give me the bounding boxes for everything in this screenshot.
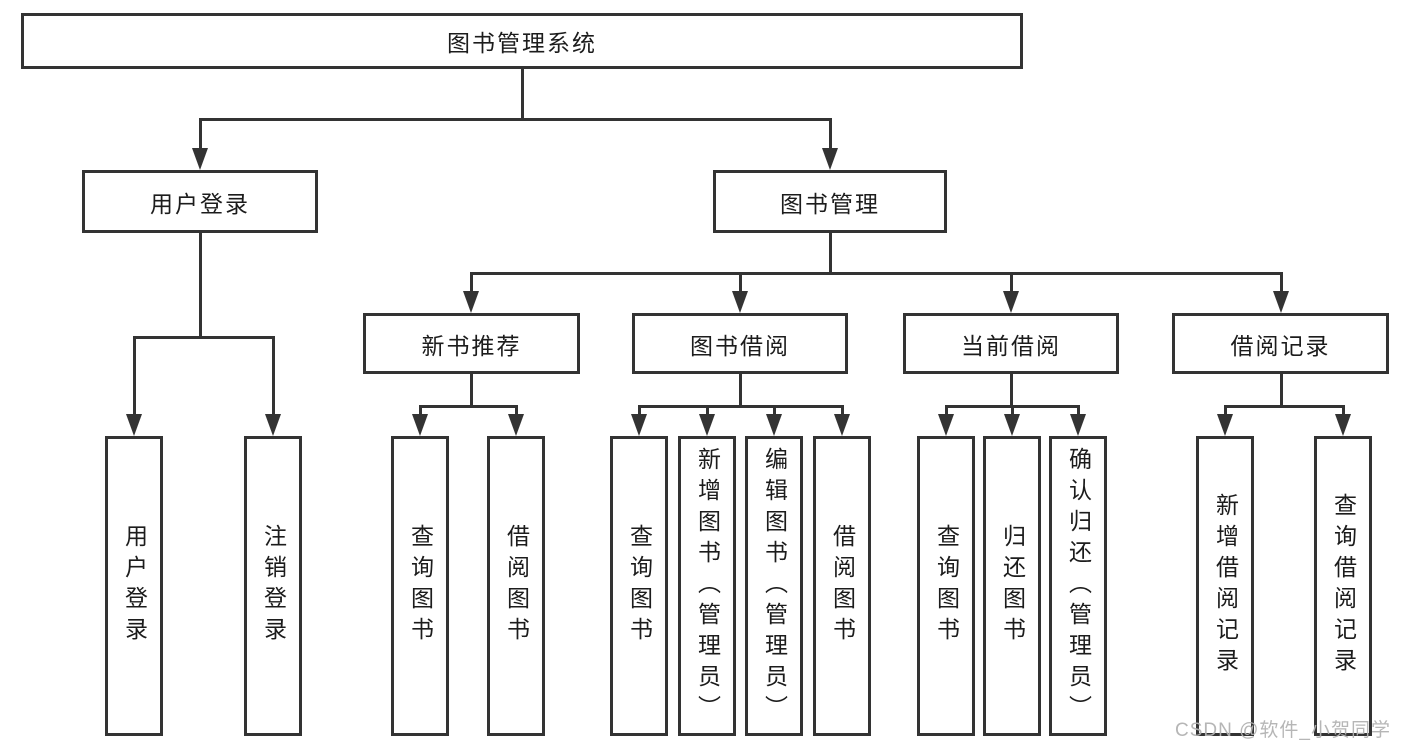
node-label: 编辑图书（管理员）	[761, 446, 788, 726]
connector-arrow-stem	[738, 272, 742, 293]
connector-arrow-stem	[1279, 272, 1283, 293]
arrow-down-icon	[1003, 291, 1019, 313]
connector-arrow-stem	[198, 118, 202, 150]
arrow-down-icon	[732, 291, 748, 313]
connector-arrow-stem	[828, 118, 832, 150]
connector-arrow-stem	[1010, 405, 1014, 416]
arrow-down-icon	[1335, 414, 1351, 436]
node-current-borrow: 当前借阅	[903, 313, 1119, 374]
node-label: 确认归还（管理员）	[1065, 446, 1092, 726]
node-label: 图书管理系统	[447, 30, 597, 56]
arrow-down-icon	[1273, 291, 1289, 313]
node-new-book-rec: 新书推荐	[363, 313, 580, 374]
node-label: 新书推荐	[421, 332, 522, 359]
node-label: 借阅记录	[1230, 332, 1331, 359]
node-label: 用户登录	[150, 190, 250, 217]
node-book-borrow: 图书借阅	[632, 313, 848, 374]
connector-drop-line	[1279, 372, 1283, 408]
node-label: 查询图书	[407, 524, 434, 648]
arrow-down-icon	[822, 148, 838, 170]
node-label: 查询借阅记录	[1330, 493, 1357, 679]
connector-drop-line	[198, 231, 202, 339]
connector-arrow-stem	[772, 405, 776, 416]
connector-arrow-stem	[1009, 272, 1013, 293]
connector-arrow-stem	[840, 405, 844, 416]
connector-arrow-stem	[944, 405, 948, 416]
arrow-down-icon	[126, 414, 142, 436]
connector-arrow-stem	[514, 405, 518, 416]
connector-arrow-stem	[271, 336, 275, 416]
node-label: 借阅图书	[829, 524, 856, 648]
connector-arrow-stem	[469, 272, 473, 293]
arrow-down-icon	[1217, 414, 1233, 436]
arrow-down-icon	[192, 148, 208, 170]
node-leaf-add-book: 新增图书（管理员）	[678, 436, 736, 736]
connector-arrow-stem	[1341, 405, 1345, 416]
connector-rail-line	[132, 336, 275, 339]
node-label: 当前借阅	[961, 332, 1061, 359]
arrow-down-icon	[508, 414, 524, 436]
connector-rail-line	[198, 118, 832, 121]
connector-drop-line	[828, 231, 832, 275]
arrow-down-icon	[834, 414, 850, 436]
node-leaf-logout: 注销登录	[244, 436, 302, 736]
node-label: 图书管理	[780, 190, 880, 217]
connector-drop-line	[520, 66, 524, 121]
node-leaf-confirm-return: 确认归还（管理员）	[1049, 436, 1107, 736]
connector-drop-line	[1009, 372, 1013, 408]
connector-rail-line	[418, 405, 518, 408]
node-leaf-edit-book: 编辑图书（管理员）	[745, 436, 803, 736]
connector-arrow-stem	[418, 405, 422, 416]
arrow-down-icon	[412, 414, 428, 436]
arrow-down-icon	[631, 414, 647, 436]
arrow-down-icon	[766, 414, 782, 436]
node-leaf-user-login: 用户登录	[105, 436, 163, 736]
node-label: 借阅图书	[503, 524, 530, 648]
node-leaf-query-book-current: 查询图书	[917, 436, 975, 736]
node-user-login: 用户登录	[82, 170, 318, 233]
node-borrow-record: 借阅记录	[1172, 313, 1389, 374]
node-label: 新增图书（管理员）	[694, 446, 721, 726]
connector-arrow-stem	[1223, 405, 1227, 416]
node-leaf-add-borrow-record: 新增借阅记录	[1196, 436, 1254, 736]
node-label: 查询图书	[933, 524, 960, 648]
connector-arrow-stem	[132, 336, 136, 416]
node-leaf-query-book-rec: 查询图书	[391, 436, 449, 736]
node-leaf-return-book: 归还图书	[983, 436, 1041, 736]
arrow-down-icon	[265, 414, 281, 436]
connector-drop-line	[469, 372, 473, 408]
node-label: 查询图书	[626, 524, 653, 648]
node-book-mgmt: 图书管理	[713, 170, 947, 233]
arrow-down-icon	[1004, 414, 1020, 436]
node-leaf-query-book-borrow: 查询图书	[610, 436, 668, 736]
connector-rail-line	[1223, 405, 1345, 408]
node-label: 用户登录	[121, 524, 148, 648]
arrow-down-icon	[699, 414, 715, 436]
node-label: 注销登录	[260, 524, 287, 648]
connector-rail-line	[469, 272, 1283, 275]
connector-rail-line	[637, 405, 844, 408]
node-leaf-borrow-book-rec: 借阅图书	[487, 436, 545, 736]
node-label: 归还图书	[999, 524, 1026, 648]
arrow-down-icon	[463, 291, 479, 313]
node-root: 图书管理系统	[21, 13, 1023, 69]
connector-arrow-stem	[637, 405, 641, 416]
node-label: 图书借阅	[690, 332, 790, 359]
watermark: CSDN @软件_小贺同学	[1175, 720, 1391, 741]
connector-drop-line	[738, 372, 742, 408]
node-leaf-borrow-book: 借阅图书	[813, 436, 871, 736]
connector-arrow-stem	[705, 405, 709, 416]
node-leaf-query-borrow-record: 查询借阅记录	[1314, 436, 1372, 736]
connector-arrow-stem	[1076, 405, 1080, 416]
arrow-down-icon	[1070, 414, 1086, 436]
node-label: 新增借阅记录	[1212, 493, 1239, 679]
arrow-down-icon	[938, 414, 954, 436]
